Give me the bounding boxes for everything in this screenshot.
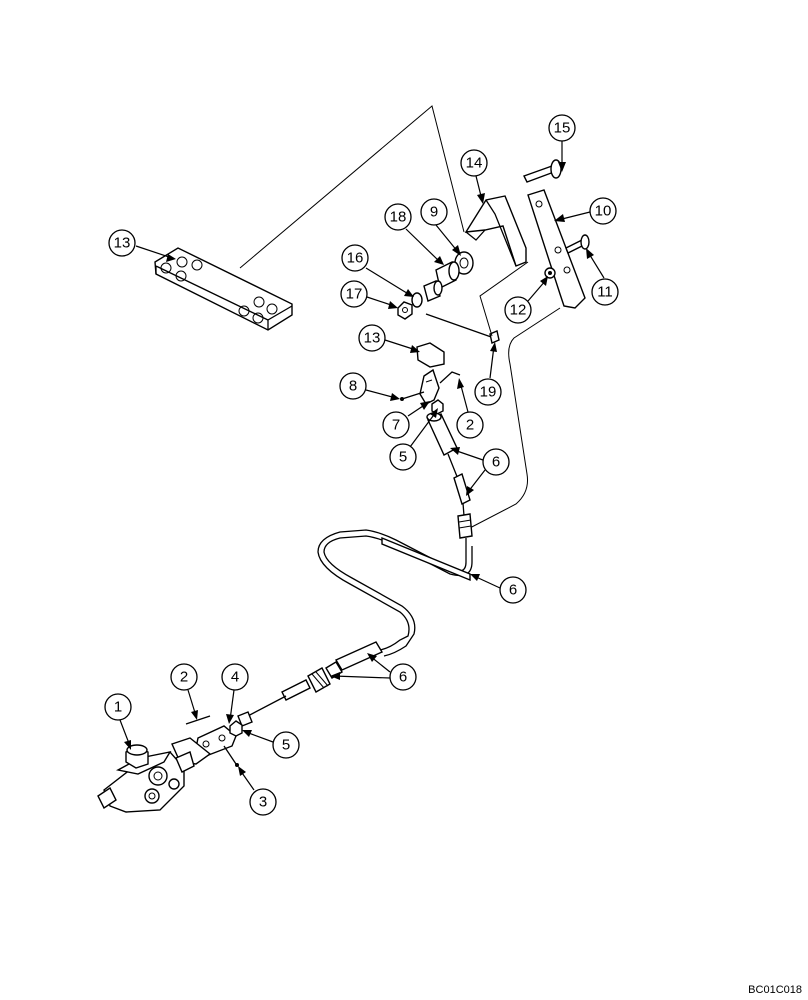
svg-text:7: 7 <box>392 417 400 434</box>
svg-text:1: 1 <box>114 699 122 716</box>
svg-text:13: 13 <box>114 235 131 252</box>
svg-text:19: 19 <box>480 384 497 401</box>
callout-2-upper: 2 <box>456 378 484 439</box>
bracket-guide-line <box>465 307 561 531</box>
cable-rod-upper <box>447 453 473 546</box>
control-cable <box>317 529 473 657</box>
callout-18: 18 <box>384 203 444 265</box>
svg-text:2: 2 <box>466 417 474 434</box>
callout-19: 19 <box>474 342 502 406</box>
callout-17: 17 <box>340 280 398 309</box>
nut-12 <box>544 267 556 279</box>
cotter-pin-2-upper <box>439 371 461 384</box>
pin-8 <box>400 391 425 401</box>
callout-6-sleeve: 6 <box>450 447 510 496</box>
svg-text:13: 13 <box>364 330 381 347</box>
svg-text:16: 16 <box>347 250 364 267</box>
svg-text:17: 17 <box>346 286 363 303</box>
svg-text:3: 3 <box>259 794 267 811</box>
nut-5-lower <box>229 720 243 737</box>
callout-6-lower: 6 <box>330 653 417 691</box>
svg-text:6: 6 <box>399 669 407 686</box>
spacer-16 <box>423 280 443 302</box>
linkage-rod <box>425 313 495 339</box>
callout-1: 1 <box>104 693 132 750</box>
svg-text:9: 9 <box>430 204 438 221</box>
callout-12: 12 <box>504 276 548 324</box>
callout-4: 4 <box>221 663 249 724</box>
control-valve <box>97 744 195 813</box>
callout-14: 14 <box>460 149 488 204</box>
callout-11: 11 <box>586 248 619 306</box>
svg-text:4: 4 <box>231 669 239 686</box>
callout-5-upper: 5 <box>389 408 438 471</box>
callout-9: 9 <box>420 198 461 256</box>
figure-reference-code: BC01C018 <box>748 984 802 996</box>
svg-text:5: 5 <box>282 737 290 754</box>
callout-13-pedal: 13 <box>108 229 176 262</box>
svg-text:6: 6 <box>509 582 517 599</box>
svg-text:2: 2 <box>180 669 188 686</box>
bolt-15 <box>523 159 562 183</box>
svg-text:11: 11 <box>597 284 613 301</box>
callout-6-cable: 6 <box>470 574 527 604</box>
callout-15: 15 <box>548 114 576 172</box>
svg-text:18: 18 <box>390 209 407 226</box>
svg-text:10: 10 <box>595 203 612 220</box>
foot-pedal-pad <box>154 247 293 331</box>
callout-2-lower: 2 <box>170 663 198 720</box>
callout-5-lower: 5 <box>242 730 300 759</box>
callout-8: 8 <box>339 372 400 401</box>
bolt-11 <box>565 234 590 254</box>
mounting-plate <box>527 189 586 309</box>
svg-text:8: 8 <box>349 378 357 395</box>
callout-3: 3 <box>238 766 277 816</box>
cable-sleeve-lower <box>334 641 384 671</box>
callout-13-bracket: 13 <box>358 324 420 353</box>
pedal-bracket-13 <box>416 342 445 368</box>
pedal-guide-line <box>239 105 465 269</box>
callout-10: 10 <box>554 197 617 225</box>
svg-text:12: 12 <box>510 302 527 319</box>
clevis-pin-19 <box>489 330 500 344</box>
washer-16 <box>411 292 423 308</box>
pedal-bracket <box>464 195 527 267</box>
cotter-pin-2-lower <box>185 715 211 725</box>
clevis-7 <box>419 368 440 405</box>
cable-rod-lower <box>237 679 311 727</box>
svg-text:5: 5 <box>399 449 407 466</box>
pin-3 <box>223 745 239 767</box>
callout-16: 16 <box>341 244 414 297</box>
svg-text:15: 15 <box>554 120 571 137</box>
svg-text:14: 14 <box>466 155 483 172</box>
nut-17 <box>397 301 413 320</box>
callout-7: 7 <box>382 401 430 439</box>
svg-text:6: 6 <box>492 454 500 471</box>
